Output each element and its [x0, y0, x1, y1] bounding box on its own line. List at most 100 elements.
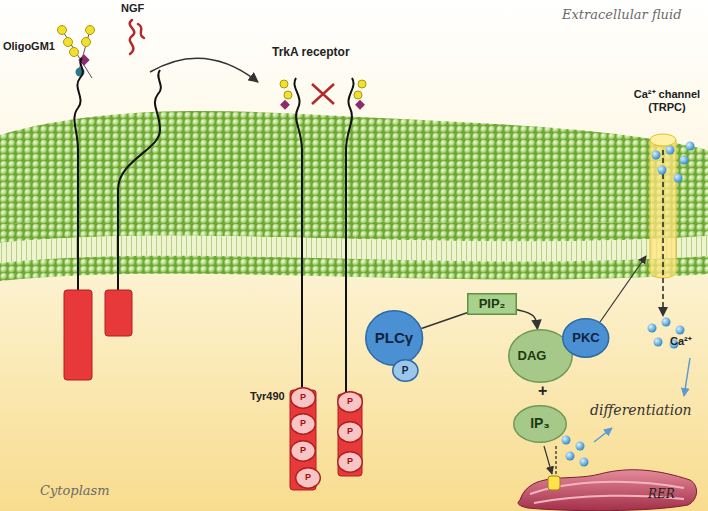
calcium-ion	[686, 142, 695, 151]
calcium-ions	[562, 142, 695, 467]
plus-sign: +	[538, 382, 547, 400]
node-text: P	[347, 457, 353, 467]
outcome-label: differentiation	[590, 402, 692, 418]
substrate-box: PIP₂	[467, 293, 517, 315]
intracellular-domain-part	[64, 290, 92, 380]
intracellular-domain-part	[105, 290, 132, 336]
trka-dimer-part	[355, 100, 365, 110]
calcium-ion	[666, 146, 675, 155]
enzyme-circle-fill	[366, 311, 423, 366]
ngf-ligand-part	[138, 24, 144, 38]
node-text: DAG	[518, 349, 547, 363]
calcium-ion	[676, 326, 685, 335]
oligogm1-glycan-part	[58, 26, 67, 35]
trka-dimer-part	[312, 84, 334, 104]
trka-dimer-part	[280, 80, 288, 88]
ngf-ligand-part	[130, 20, 135, 54]
oligogm1-glycan-part	[62, 30, 92, 78]
oligogm1-glycan-part	[86, 26, 95, 35]
trka-dimer-part	[358, 80, 366, 88]
node-text: PKC	[572, 331, 599, 345]
calcium-ion	[648, 324, 657, 333]
trka-monomers-part	[118, 70, 161, 290]
calcium-ion	[580, 458, 589, 467]
phosphate-dot: P	[295, 467, 321, 489]
ngf-ligand	[130, 20, 144, 54]
trka-dimer-part	[294, 78, 302, 395]
calcium-ion	[566, 452, 575, 461]
channel-label: Ca²⁺ channel (TRPC)	[629, 88, 705, 113]
messenger-ellipse-fill	[508, 330, 571, 383]
phosphate-dot-fill	[338, 452, 363, 472]
reaction-arrow	[421, 313, 467, 329]
phosphate-dot: P	[392, 359, 419, 382]
rer-organelle	[518, 470, 697, 511]
trka-dimer-part	[280, 100, 290, 110]
trka-dimer-part	[284, 91, 292, 99]
phosphate-dot-fill	[338, 422, 363, 442]
calcium-ion	[652, 151, 661, 160]
phosphate-dot: P	[337, 451, 363, 473]
residue-label: Tyr490	[250, 390, 285, 403]
region-label: Cytoplasm	[40, 484, 110, 499]
phosphate-dot: P	[290, 440, 316, 462]
node-text: P	[300, 446, 306, 456]
reaction-arrow	[517, 310, 537, 329]
phosphate-dot-fill	[392, 359, 417, 381]
release-arrow	[555, 446, 556, 474]
substrate-box-fill	[468, 294, 517, 315]
organelle-label: RER	[648, 488, 675, 502]
messenger-ellipse-fill	[514, 406, 567, 443]
node-text: P	[347, 397, 353, 407]
calcium-ion	[658, 166, 667, 175]
calcium-ion	[674, 174, 683, 183]
phosphate-dot-fill	[338, 392, 363, 412]
ligand-label: NGF	[121, 2, 144, 15]
node-text: PLCγ	[375, 330, 413, 347]
ip3-arrow	[544, 446, 552, 474]
oligogm1-glycan-part	[70, 48, 79, 57]
calcium-ion	[662, 318, 671, 327]
calcium-ion	[562, 436, 571, 445]
kinase-circle-fill	[563, 319, 609, 358]
membrane-part	[0, 256, 708, 281]
phosphate-dot-fill	[291, 414, 316, 434]
membrane	[0, 111, 708, 281]
trpc-channel-part	[650, 134, 676, 146]
node-text: P	[347, 427, 353, 437]
binding-arrow	[150, 58, 258, 82]
trka-dimer-part	[346, 78, 354, 395]
kinase-circle: PKC	[562, 318, 609, 358]
calcium-ion	[680, 156, 689, 165]
oligogm1-glycan	[58, 26, 95, 79]
trka-monomers-part	[74, 58, 82, 290]
phosphate-dot: P	[337, 421, 363, 443]
ion-label: Ca²⁺	[670, 335, 692, 348]
oligogm1-glycan-part	[82, 38, 91, 47]
calcium-ion	[654, 338, 663, 347]
rer-organelle-part	[548, 476, 560, 490]
oligogm1-glycan-part	[78, 30, 90, 74]
node-text: P	[402, 365, 409, 376]
intracellular-domain	[64, 290, 362, 490]
trpc-channel	[650, 134, 676, 316]
region-label: Extracellular fluid	[562, 8, 681, 23]
calcium-arrow	[684, 358, 690, 396]
phosphate-dot-fill	[291, 441, 316, 461]
oligogm1-glycan-part	[64, 38, 73, 47]
membrane-part	[0, 111, 708, 225]
activation-arrow	[600, 256, 646, 322]
calcium-ion	[576, 442, 585, 451]
phosphate-dot-fill	[291, 388, 316, 408]
node-text: P	[305, 473, 311, 483]
trka-monomers	[74, 58, 160, 290]
calcium-arrow	[594, 428, 612, 442]
trka-dimer	[280, 78, 366, 395]
phosphate-dot: P	[290, 413, 316, 435]
receptor-label: TrkA receptor	[272, 46, 350, 60]
node-text: IP₃	[530, 416, 550, 431]
